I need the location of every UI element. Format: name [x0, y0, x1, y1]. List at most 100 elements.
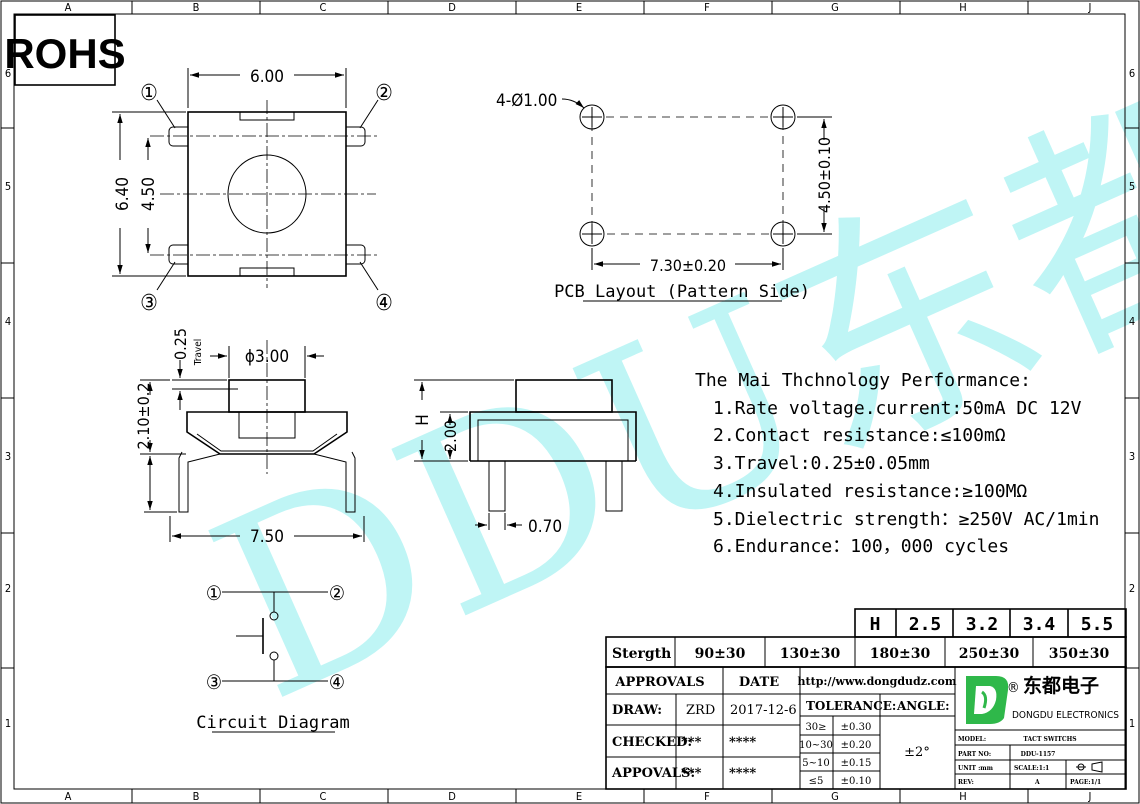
appovals-date: **** [729, 766, 756, 781]
circuit-caption: Circuit Diagram [196, 713, 350, 733]
frame-col-label-bottom: F [704, 790, 710, 803]
pin-1-label: ① [140, 81, 158, 106]
frame-col-label-top: H [959, 1, 966, 14]
frame-col-label-bottom: J [1088, 790, 1092, 803]
page-label: PAGE:1/1 [1070, 779, 1101, 786]
frame-row-label-right: 1 [1129, 717, 1135, 730]
rohs-label: ROHS [4, 30, 125, 77]
appovals-name: *** [681, 766, 702, 781]
top-view: 6.00 6.40 4.50 ① ② ③ ④ [112, 67, 393, 316]
rev-label: REV: [958, 779, 974, 786]
top-height-outer-dim: 6.40 [113, 177, 133, 211]
logo-registered: ® [1007, 680, 1020, 696]
model-label: MODEL: [958, 736, 986, 743]
performance-specs: The Mai Thchnology Performance: 1.Rate v… [695, 370, 1099, 557]
end-view: H 2.00 0.70 [413, 379, 637, 537]
angle-label: ANGLE: [896, 699, 950, 713]
draw-name: ZRD [686, 703, 715, 718]
side-diameter-dim: ϕ3.00 [245, 347, 289, 367]
draw-date: 2017-12-6 [730, 703, 797, 718]
top-width-dim: 6.00 [250, 67, 284, 87]
frame-col-label-bottom: C [320, 790, 327, 803]
pin-3-label: ③ [140, 291, 158, 316]
checked-label: CHECKED: [612, 735, 692, 750]
frame-row-label-right: 2 [1129, 582, 1135, 595]
frame-row-label-left: 2 [5, 582, 11, 595]
pcb-holes-dim: 4-Ø1.00 [496, 91, 557, 111]
model-value: TACT SWITCHS [1023, 736, 1076, 743]
frame-row-label-right: 5 [1129, 180, 1135, 193]
part-value: DDU-1157 [1021, 751, 1056, 758]
frame-col-label-bottom: B [193, 790, 200, 803]
frame-row-label-left: 1 [5, 717, 11, 730]
pcb-horizontal-dim: 7.30±0.20 [650, 256, 726, 275]
frame-col-label-bottom: H [959, 790, 966, 803]
frame-col-label-top: B [193, 1, 200, 14]
end-height-dim: 2.00 [441, 420, 460, 452]
strength-row: Stergth 90±30 130±30 180±30 250±30 350±3… [605, 636, 1127, 668]
pcb-layout: 4-Ø1.00 4.50±0.10 7.30±0.20 PCB Layout (… [496, 91, 834, 302]
end-h-label: H [413, 414, 433, 426]
strength-value-3: 180±30 [870, 646, 931, 662]
scale-label: SCALE:1:1 [1014, 765, 1049, 772]
strength-label: Stergth [612, 646, 671, 662]
h-table: H 2.5 3.2 3.4 5.5 [854, 608, 1127, 638]
frame-col-label-bottom: G [831, 790, 839, 803]
perf-item-6: 6.Endurance：100，000 cycles [713, 536, 1009, 557]
frame-row-label-right: 3 [1129, 450, 1135, 463]
tol-value-1: ±0.30 [841, 722, 872, 733]
tol-value-4: ±0.10 [841, 776, 872, 787]
approvals-header: APPROVALS [614, 675, 704, 690]
frame-col-label-bottom: D [448, 790, 456, 803]
tol-value-3: ±0.15 [841, 758, 872, 769]
strength-value-2: 130±30 [780, 646, 841, 662]
circuit-pin-3: ③ [206, 670, 222, 694]
frame-row-label-left: 6 [5, 67, 11, 80]
tol-range-2: 10~30 [799, 740, 833, 751]
frame-col-label-top: D [448, 1, 456, 14]
angle-value: ±2° [904, 745, 930, 760]
checked-name: *** [681, 735, 702, 750]
projection-symbol-icon [1076, 761, 1103, 773]
perf-item-1: 1.Rate voltage.current:50mA DC 12V [713, 398, 1082, 419]
pcb-caption: PCB Layout (Pattern Side) [554, 282, 810, 302]
frame-col-label-top: C [320, 1, 327, 14]
part-label: PART NO: [958, 751, 991, 758]
circuit-diagram: ① ② ③ ④ Circuit Diagram [196, 581, 350, 733]
frame-row-label-right: 4 [1129, 315, 1135, 328]
rev-value: A [1034, 779, 1040, 786]
top-height-inner-dim: 4.50 [139, 177, 159, 211]
unit-label: UNIT :mm [958, 765, 994, 772]
frame-col-label-top: G [831, 1, 839, 14]
tol-range-1: 30≥ [805, 722, 826, 733]
title-block: APPROVALS DATE http://www.dongdudz.com D… [605, 666, 1127, 790]
company-logo [966, 676, 1009, 724]
frame-col-label-bottom: E [576, 790, 582, 803]
strength-value-1: 90±30 [695, 646, 746, 662]
h-value-2: 3.2 [966, 614, 999, 635]
perf-item-2: 2.Contact resistance:≤100mΩ [713, 425, 1006, 446]
circuit-pin-2: ② [329, 581, 345, 605]
pin-4-label: ④ [375, 291, 393, 316]
tol-range-3: 5~10 [802, 758, 829, 769]
frame-row-label-left: 5 [5, 180, 11, 193]
performance-title: The Mai Thchnology Performance: [695, 370, 1031, 391]
date-header: DATE [739, 675, 779, 690]
h-value-1: 2.5 [909, 614, 942, 635]
tol-value-2: ±0.20 [841, 740, 872, 751]
appovals-label: APPOVALS: [611, 766, 695, 781]
draw-label: DRAW: [612, 703, 662, 718]
company-name-cn: 东都电子 [1023, 674, 1099, 697]
end-pin-width-dim: 0.70 [528, 517, 562, 537]
pcb-vertical-dim: 4.50±0.10 [815, 137, 834, 213]
travel-value: 0.25 [171, 328, 190, 360]
frame-col-label-top: E [576, 1, 582, 14]
side-height-dim: 2.10±0.2 [134, 383, 153, 450]
perf-item-4: 4.Insulated resistance:≥100MΩ [713, 481, 1027, 502]
perf-item-5: 5.Dielectric strength：≥250V AC/1min [713, 509, 1099, 530]
tolerance-label: TOLERANCE: [806, 699, 896, 713]
checked-date: **** [729, 735, 756, 750]
frame-col-label-bottom: A [65, 790, 72, 803]
